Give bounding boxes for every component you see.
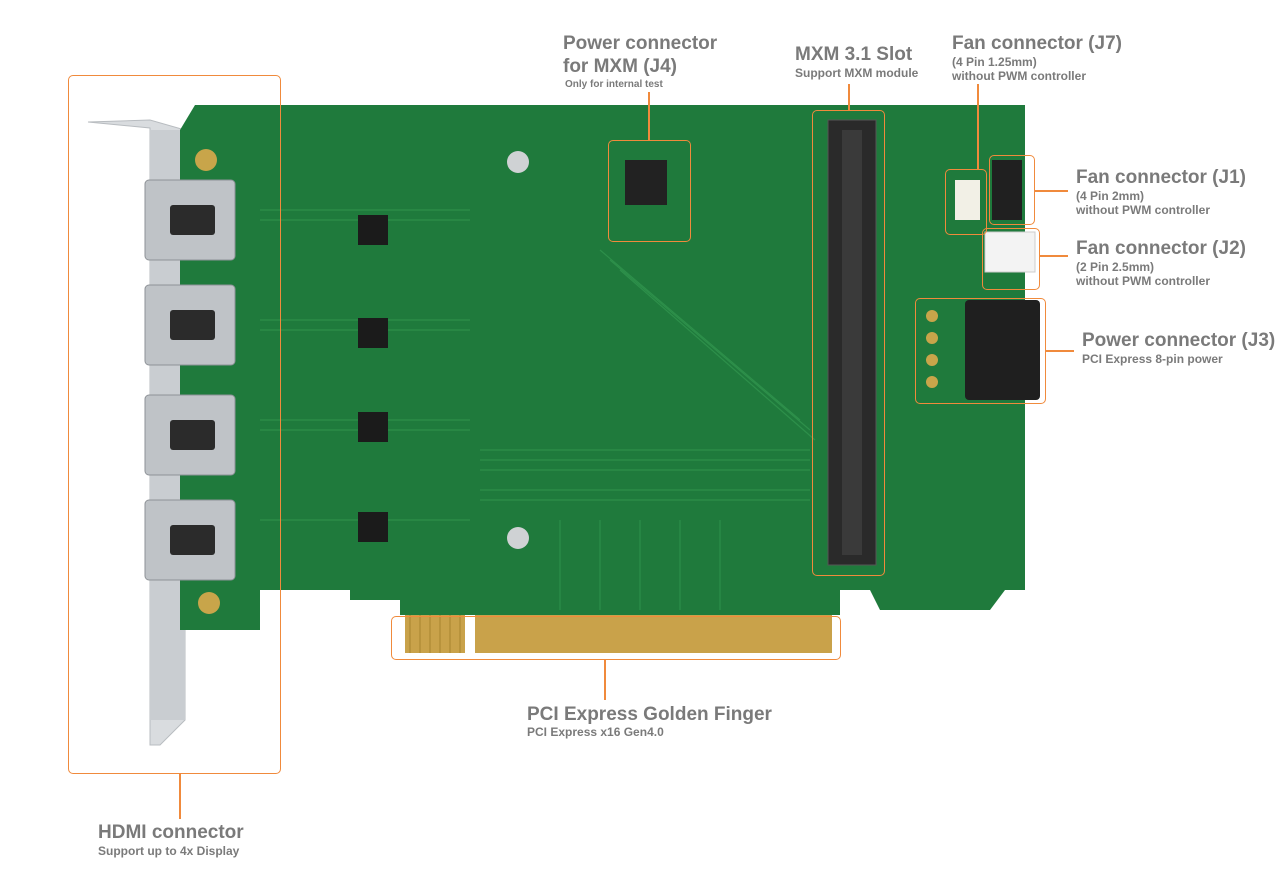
fan-j2-title: Fan connector (J2) xyxy=(1076,238,1246,259)
fan-j1-sub2: without PWM controller xyxy=(1076,203,1210,217)
fan-j2-box xyxy=(982,228,1040,290)
fan-j2-sub1: (2 Pin 2.5mm) xyxy=(1076,260,1155,274)
fan-j7-sub2: without PWM controller xyxy=(952,69,1086,83)
mxm-slot-title: MXM 3.1 Slot xyxy=(795,44,913,65)
fan-j1-sub1: (4 Pin 2mm) xyxy=(1076,189,1145,203)
golden-finger-subtitle: PCI Express x16 Gen4.0 xyxy=(527,725,664,739)
fan-j7-box xyxy=(945,169,987,235)
fan-j2-sub2: without PWM controller xyxy=(1076,274,1210,288)
mxm-slot-subtitle: Support MXM module xyxy=(795,66,919,80)
power-j3-subtitle: PCI Express 8-pin power xyxy=(1082,352,1223,366)
power-j3-box xyxy=(915,298,1046,404)
fan-j7-sub1: (4 Pin 1.25mm) xyxy=(952,55,1037,69)
fan-j1-box xyxy=(989,155,1035,225)
hdmi-title: HDMI connector xyxy=(98,822,244,843)
hdmi-callout-box xyxy=(68,75,281,774)
power-j4-title-2: for MXM (J4) xyxy=(563,56,677,77)
mxm-slot-box xyxy=(812,110,885,576)
fan-j1-title: Fan connector (J1) xyxy=(1076,167,1246,188)
gold-fingers xyxy=(405,615,832,653)
chips xyxy=(358,215,388,542)
fan-j7-title: Fan connector (J7) xyxy=(952,33,1122,54)
power-j4-title-1: Power connector xyxy=(563,33,718,54)
golden-finger-title: PCI Express Golden Finger xyxy=(527,704,772,725)
power-j3-title: Power connector (J3) xyxy=(1082,330,1276,351)
power-j4-subtitle: Only for internal test xyxy=(565,79,663,90)
power-j4-box xyxy=(608,140,691,242)
golden-finger-box xyxy=(391,616,841,660)
pcb xyxy=(180,105,1025,630)
hdmi-subtitle: Support up to 4x Display xyxy=(98,844,240,858)
